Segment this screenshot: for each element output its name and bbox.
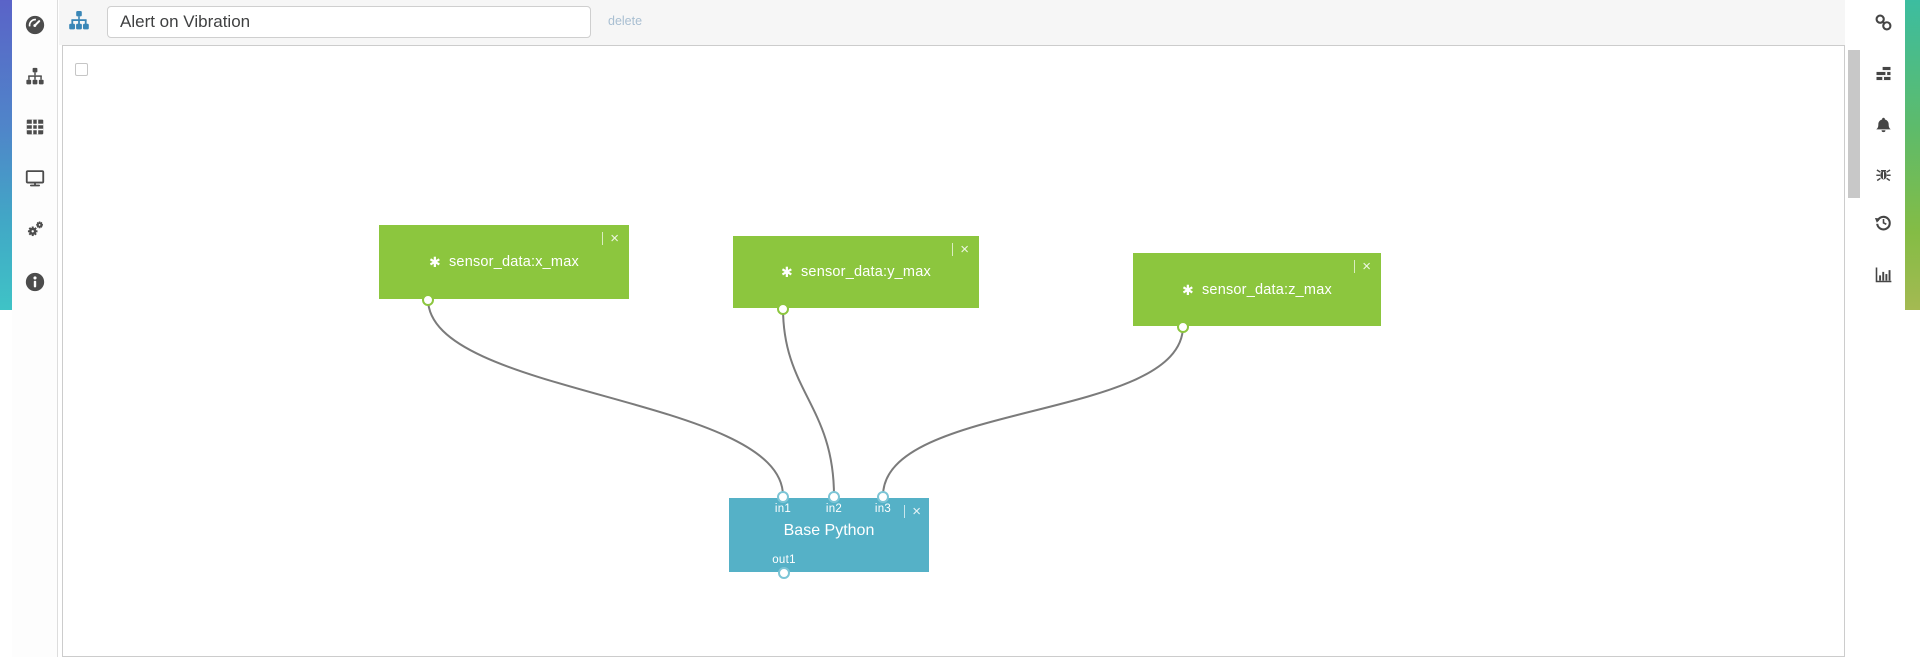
close-icon: × [610, 230, 619, 247]
workflow-canvas[interactable]: ✱ sensor_data:x_max × ✱ sensor_data:y_ma… [62, 45, 1845, 657]
input-port-in1[interactable] [777, 491, 789, 503]
node-label: sensor_data:z_max [1201, 281, 1332, 298]
monitor-icon[interactable] [24, 167, 46, 189]
output-port[interactable] [777, 303, 789, 315]
node-label: sensor_data:y_max [800, 264, 931, 280]
asterisk-data-icon: ✱ [1182, 281, 1194, 298]
bug-icon[interactable] [1873, 163, 1894, 184]
left-sidebar [12, 0, 58, 657]
node-label: sensor_data:x_max [448, 254, 579, 270]
output-port[interactable] [1177, 321, 1189, 333]
node-sensor-data-x-max[interactable]: ✱ sensor_data:x_max × [379, 225, 629, 306]
workflow-sitemap-icon [67, 9, 91, 35]
dashboard-gauge-icon[interactable] [24, 14, 46, 36]
asterisk-data-icon: ✱ [429, 254, 441, 270]
node-close-button[interactable]: × [1354, 258, 1371, 275]
edge-y-max-to-in2 [782, 307, 835, 497]
right-sidebar [1862, 0, 1905, 657]
node-close-button[interactable]: × [602, 230, 619, 247]
close-icon: × [1362, 258, 1371, 275]
input-port-label: in1 [774, 503, 792, 515]
bar-chart-icon[interactable] [1873, 264, 1894, 285]
edge-x-max-to-in1 [427, 298, 784, 497]
right-gradient-strip [1905, 0, 1920, 310]
vertical-scrollbar-thumb[interactable] [1848, 50, 1860, 198]
canvas-select-checkbox[interactable] [75, 63, 88, 76]
output-port-label: out1 [772, 554, 796, 566]
table-icon[interactable] [24, 116, 46, 138]
sitemap-icon[interactable] [24, 66, 46, 88]
close-icon: × [960, 241, 969, 258]
delete-workflow-link[interactable]: delete [608, 14, 643, 28]
close-icon: × [912, 503, 921, 520]
edge-z-max-to-in3 [882, 325, 1184, 497]
input-port-in2[interactable] [828, 491, 840, 503]
link-icon[interactable] [1873, 12, 1894, 33]
input-port-in3[interactable] [877, 491, 889, 503]
output-port-out1[interactable] [778, 567, 790, 579]
node-sensor-data-z-max[interactable]: ✱ sensor_data:z_max × [1133, 253, 1381, 333]
asterisk-data-icon: ✱ [781, 264, 793, 280]
node-close-button[interactable]: × [904, 503, 921, 520]
edge-connections [427, 298, 1184, 497]
tasks-icon[interactable] [1873, 63, 1894, 84]
left-gradient-strip [0, 0, 12, 310]
bell-icon[interactable] [1873, 115, 1894, 136]
info-icon[interactable] [24, 271, 46, 293]
workflow-title-input[interactable] [107, 6, 591, 38]
gears-icon[interactable] [24, 218, 46, 240]
node-label: Base Python [783, 522, 875, 539]
output-port[interactable] [422, 294, 434, 306]
topbar: delete [59, 0, 1845, 45]
node-sensor-data-y-max[interactable]: ✱ sensor_data:y_max × [733, 236, 979, 315]
node-base-python[interactable]: in1 in2 in3 × Base Python out1 [729, 491, 929, 579]
input-port-label: in3 [874, 503, 892, 515]
input-port-label: in2 [825, 503, 843, 515]
history-icon[interactable] [1873, 212, 1894, 233]
node-close-button[interactable]: × [952, 241, 969, 258]
